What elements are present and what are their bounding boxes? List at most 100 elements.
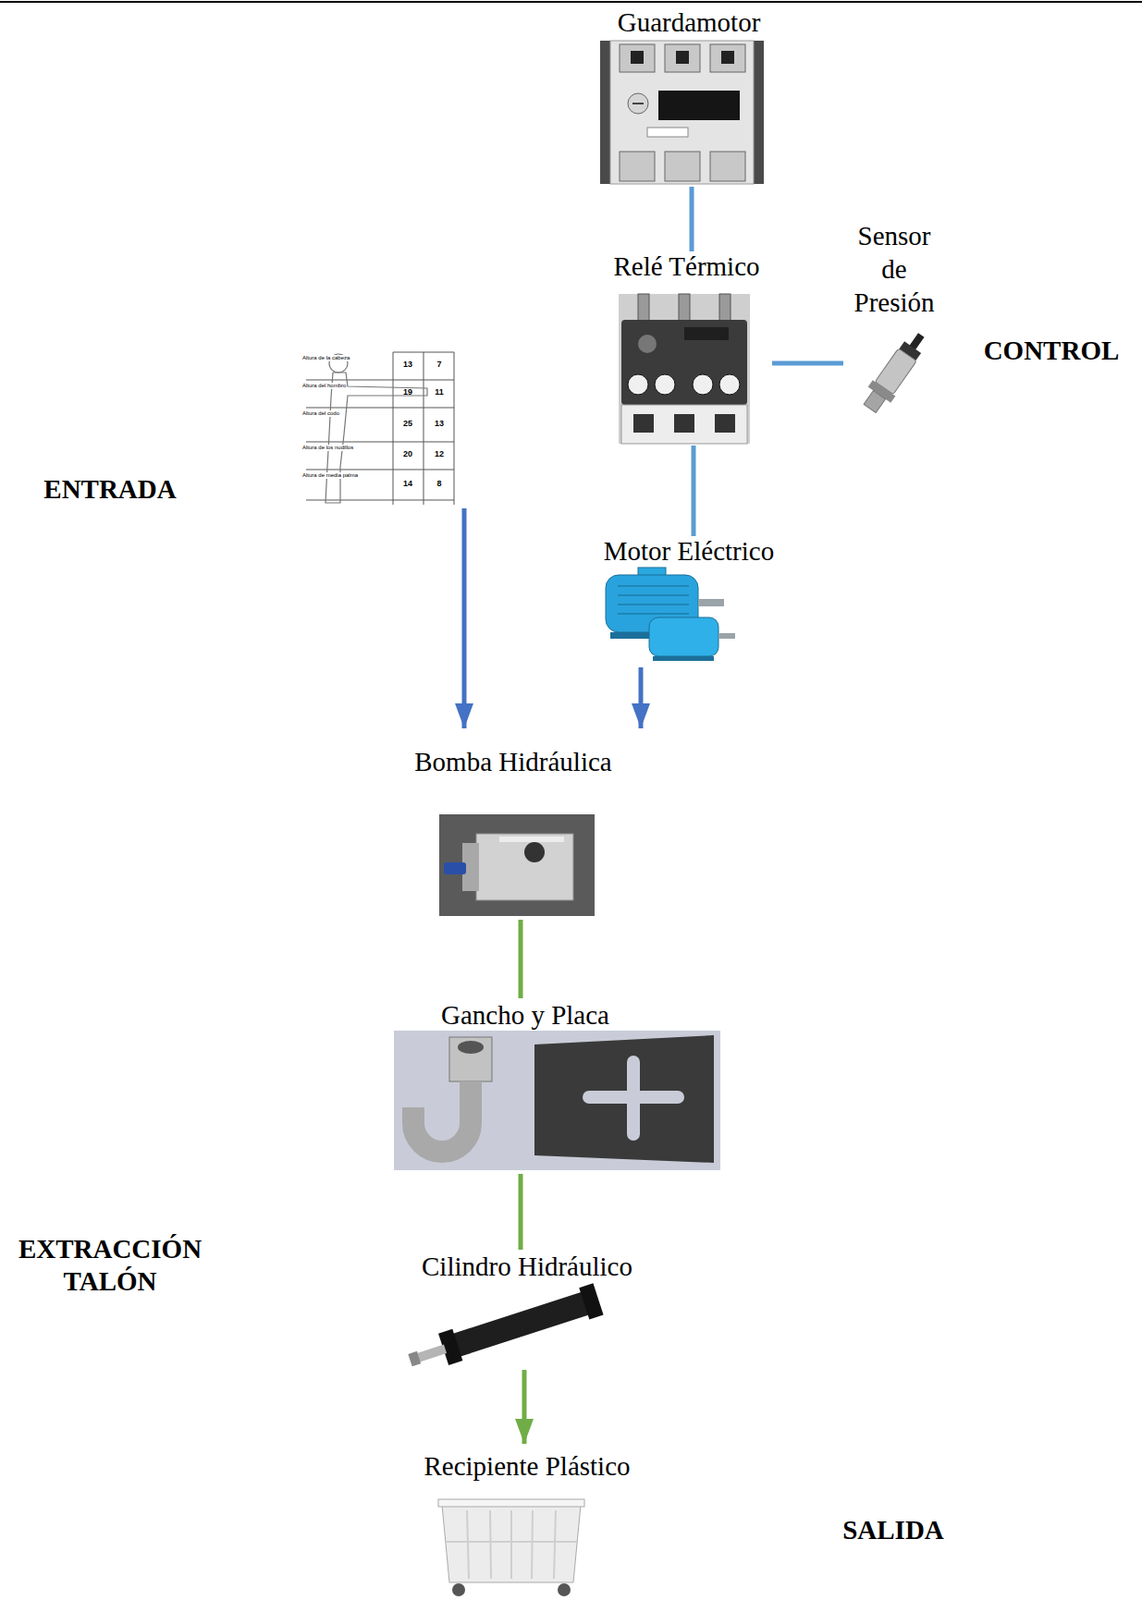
bin-body (442, 1505, 581, 1584)
section-label: ENTRADA (17, 473, 203, 506)
photo-ground (600, 40, 764, 185)
dimension-value: 14 (400, 479, 416, 490)
component-box: Cilindro Hidráulico (397, 1250, 657, 1371)
component-box: Guardamotor (591, 5, 786, 187)
motor-fin (617, 603, 689, 606)
component-label: Gancho y Placa (423, 1000, 627, 1032)
motor-protector-photo (600, 40, 764, 185)
section-label: SALIDA (819, 1514, 968, 1548)
terminal-hole (675, 50, 689, 64)
hook-curve (413, 1081, 471, 1153)
grid-line (392, 352, 394, 505)
small-motor-feet (652, 656, 714, 662)
grid-line (306, 407, 455, 409)
connector-line (691, 445, 697, 537)
component-label: Cilindro Hidráulico (397, 1252, 657, 1283)
dimension-label: Altura de los nudillos (301, 444, 355, 452)
pump-highlight (499, 836, 565, 843)
hook-thread (457, 1041, 484, 1055)
pressure-sensor-photo (858, 327, 933, 418)
sensor-thread (863, 391, 885, 414)
terminal-hole (630, 50, 644, 64)
terminal (619, 44, 655, 73)
component-label: Recipiente Plástico (397, 1451, 657, 1483)
component-box: Motor Eléctrico (587, 536, 791, 668)
dimension-value: 8 (431, 479, 447, 490)
figure-body (325, 372, 428, 504)
dimension-value: 7 (431, 360, 447, 370)
connector-line (772, 361, 844, 367)
relay-body (621, 319, 748, 406)
dimension-label: Altura del hombro (301, 382, 347, 390)
photo-ground (439, 814, 595, 917)
component-label: Motor Eléctrico (587, 536, 791, 567)
small-motor-shaft (718, 633, 736, 639)
hydraulic-cylinder-render (405, 1283, 604, 1376)
component-label: Guardamotor (596, 7, 782, 38)
pump-shaft (443, 862, 467, 875)
hook-block (449, 1037, 492, 1082)
bin-rib (531, 1510, 533, 1580)
terminal (710, 151, 746, 182)
plastic-bin-photo (438, 1499, 585, 1597)
connector-line (638, 667, 644, 729)
dimension-value: 13 (431, 419, 447, 430)
bin-rib (553, 1510, 556, 1580)
hydraulic-pump-photo (439, 814, 595, 917)
component-label: Sensor de Presión (843, 220, 946, 320)
terminal (710, 44, 746, 73)
dimension-value: 25 (400, 419, 416, 430)
thermal-relay-photo (618, 294, 750, 444)
dial-slot (632, 102, 644, 105)
relay-base (621, 405, 748, 444)
dimension-label: Altura de la cabeza (301, 355, 351, 362)
connector-line (462, 508, 467, 729)
terminal (664, 44, 700, 73)
connector-line (518, 920, 524, 999)
bin-rim (438, 1499, 585, 1508)
dimension-value: 20 (400, 450, 416, 460)
component-label: Bomba Hidráulica (374, 747, 652, 778)
dimension-value: 13 (400, 360, 416, 370)
motor-shaft (698, 599, 725, 607)
cylinder-rod (416, 1344, 448, 1363)
relay-pin (719, 294, 731, 322)
dimension-label: Altura de media palma (301, 472, 359, 479)
pump-body (476, 834, 574, 901)
dial (627, 93, 649, 114)
anthropometric-figure (306, 352, 455, 505)
photo-ground (618, 294, 750, 444)
section-label: EXTRACCIÓN TALÓN (0, 1233, 220, 1299)
top-rule (0, 0, 1142, 3)
cylinder-barrel (450, 1291, 590, 1358)
grid-line (454, 352, 455, 505)
motor-fin (617, 585, 689, 588)
bin-rib (510, 1510, 513, 1580)
component-box: Altura de la cabeza 13 7Altura del hombro 1… (297, 349, 469, 509)
grid-line (423, 352, 425, 505)
dimension-value: 11 (431, 388, 447, 398)
bin-rib (466, 1510, 469, 1580)
bin-wheel (557, 1584, 571, 1597)
motor-fin (617, 594, 689, 597)
grid-line (306, 500, 455, 502)
dimension-value: 12 (431, 450, 447, 460)
dimension-label: Altura del codo (301, 410, 341, 418)
section-label: CONTROL (963, 334, 1140, 368)
connector-line (518, 1174, 524, 1251)
motor-fin (617, 613, 689, 615)
plate (534, 1035, 714, 1164)
relay-plate (684, 327, 729, 341)
relay-screw (654, 374, 676, 395)
relay-dial (638, 334, 657, 354)
component-box: Sensor de Presión (843, 220, 946, 433)
component-label: Relé Térmico (601, 251, 773, 283)
plate-slot (626, 1056, 640, 1142)
grid-line (306, 469, 455, 471)
rating-plate (647, 127, 688, 137)
terminal-hole (721, 50, 735, 64)
device-body (610, 40, 754, 185)
rod-end (407, 1351, 421, 1367)
